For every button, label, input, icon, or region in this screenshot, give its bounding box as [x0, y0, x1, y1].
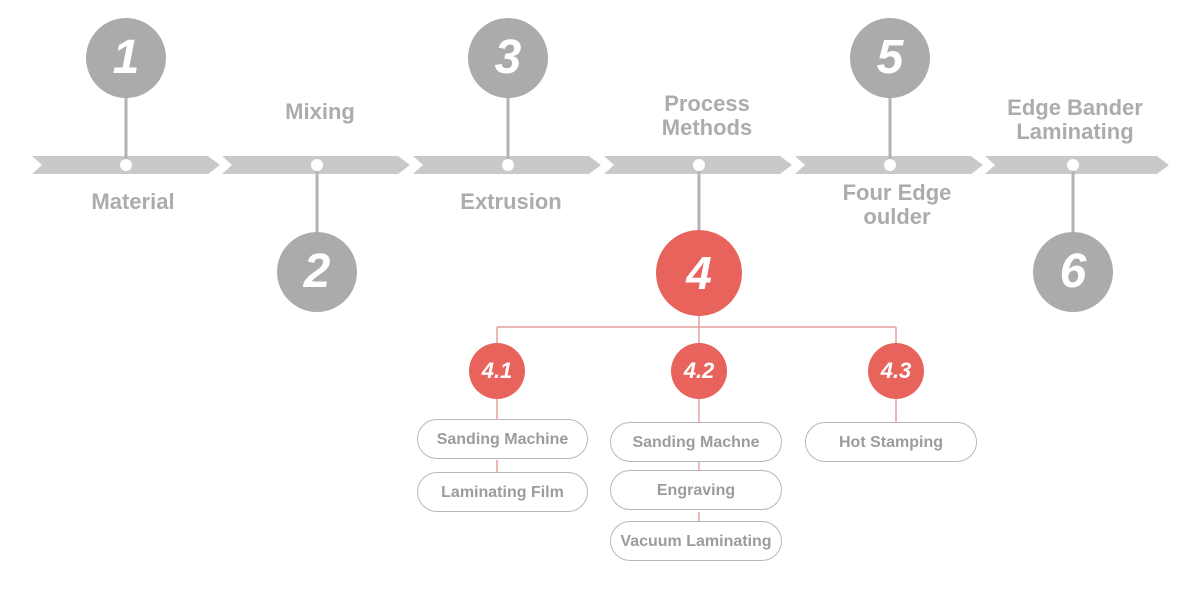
- step-label-line: oulder: [863, 204, 931, 229]
- step-label-line: Laminating: [1016, 119, 1134, 144]
- pill-laminating-film[interactable]: Laminating Film: [417, 472, 588, 512]
- step-label-line: Process: [664, 91, 750, 116]
- band-dot-4: [693, 159, 705, 171]
- step-label-line: Edge Bander: [1007, 95, 1143, 120]
- step-circle-4-active: 4: [656, 230, 742, 316]
- step-circle-1: 1: [86, 18, 166, 98]
- pill-sanding-machine[interactable]: Sanding Machine: [417, 419, 588, 459]
- step-circle-5: 5: [850, 18, 930, 98]
- sub-step-circle-4-2: 4.2: [671, 343, 727, 399]
- step-circle-6: 6: [1033, 232, 1113, 312]
- step-label-process-methods: Process Methods: [607, 92, 807, 140]
- pill-hot-stamping[interactable]: Hot Stamping: [805, 422, 977, 462]
- branch-connectors: [496, 314, 897, 522]
- pill-sanding-machne[interactable]: Sanding Machne: [610, 422, 782, 462]
- step-label-four-edge: Four Edge oulder: [797, 181, 997, 229]
- step-label-line: Methods: [661, 115, 753, 140]
- band-dot-6: [1067, 159, 1079, 171]
- step-label-mixing: Mixing: [285, 99, 355, 124]
- band-dot-5: [884, 159, 896, 171]
- step-label-material: Material: [91, 189, 175, 214]
- sub-step-circle-4-1: 4.1: [469, 343, 525, 399]
- step-label-edge-bander: Edge Bander Laminating: [975, 96, 1175, 144]
- band-dot-1: [120, 159, 132, 171]
- band-dot-2: [311, 159, 323, 171]
- step-circle-2: 2: [277, 232, 357, 312]
- band-dot-3: [502, 159, 514, 171]
- step-circle-3: 3: [468, 18, 548, 98]
- step-label-extrusion: Extrusion: [460, 189, 562, 214]
- pill-engraving[interactable]: Engraving: [610, 470, 782, 510]
- sub-step-circle-4-3: 4.3: [868, 343, 924, 399]
- pill-vacuum-laminating[interactable]: Vacuum Laminating: [610, 521, 782, 561]
- step-label-line: Four Edge: [842, 180, 952, 205]
